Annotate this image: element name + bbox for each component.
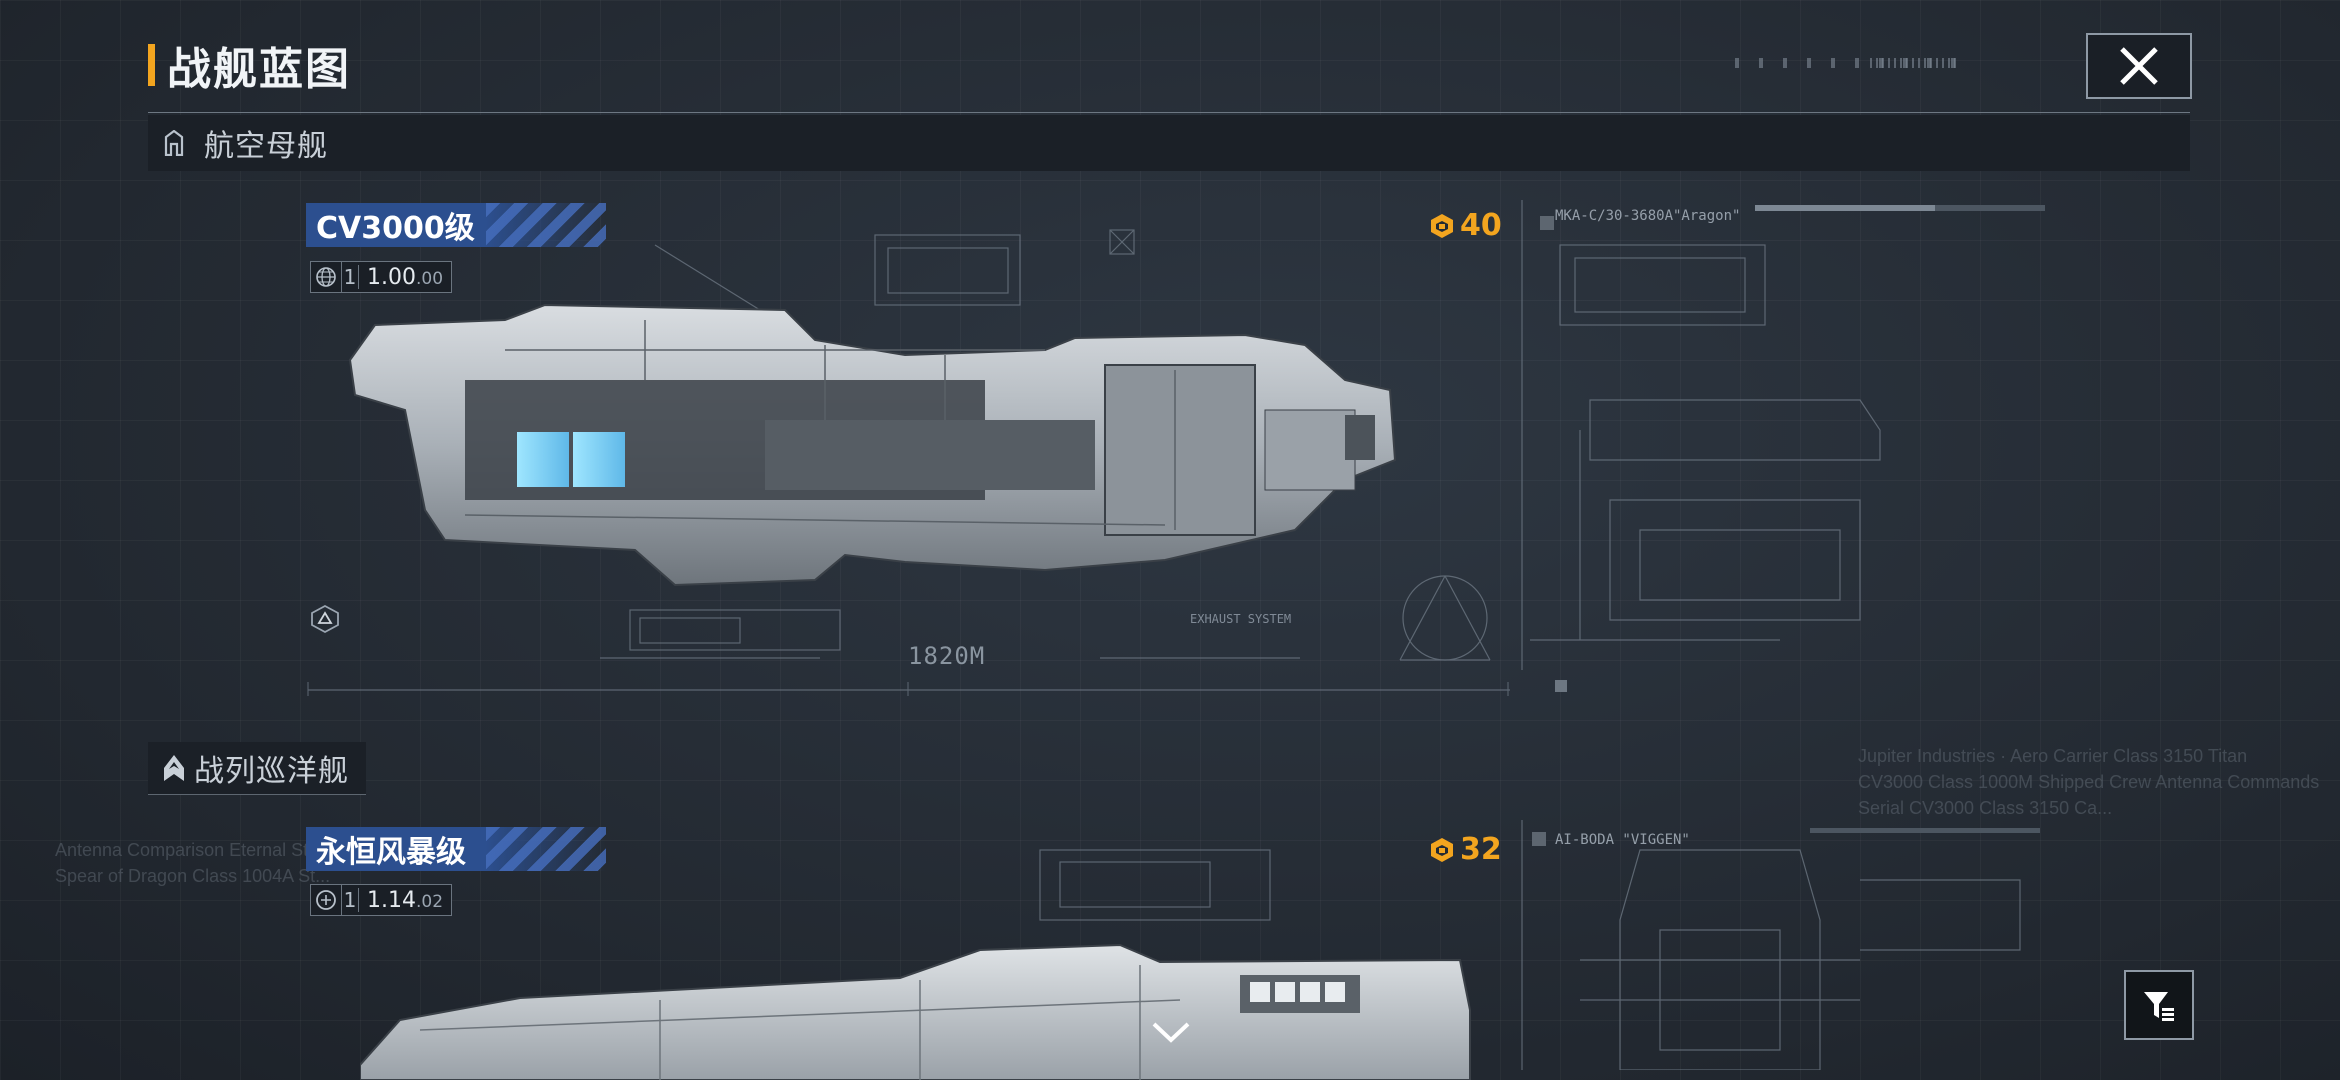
decor-code-strip bbox=[1735, 58, 1955, 68]
decor-code-strip bbox=[1870, 58, 1960, 68]
carrier-icon bbox=[162, 129, 186, 157]
page-header: 战舰蓝图 bbox=[148, 40, 351, 95]
category-label: 战列巡洋舰 bbox=[194, 754, 349, 789]
category-header-battlecruiser: 战列巡洋舰 bbox=[148, 742, 366, 795]
ship-points: 32 bbox=[1428, 832, 1502, 867]
ship-image-cv3000[interactable] bbox=[345, 300, 1495, 600]
watermark-text: Antenna Comparison Eternal Storm bbox=[55, 840, 340, 860]
category-header-carrier: 航空母舰 bbox=[148, 115, 2190, 171]
blueprint-title: AI-BODA "VIGGEN" bbox=[1555, 832, 1690, 848]
battlecruiser-icon bbox=[162, 754, 186, 782]
globe-icon bbox=[311, 262, 342, 292]
faction-icon bbox=[311, 885, 342, 915]
title-accent bbox=[148, 44, 155, 86]
points-icon bbox=[1431, 837, 1453, 862]
blueprint-note: EXHAUST SYSTEM bbox=[1190, 612, 1292, 626]
page-title: 战舰蓝图 bbox=[167, 44, 351, 95]
watermark-text: CV3000 Class 1000M Shipped Crew Antenna … bbox=[1858, 772, 2320, 792]
ship-name-banner: CV3000级 bbox=[306, 203, 606, 247]
triangle-icon[interactable] bbox=[310, 604, 340, 634]
watermark-text: Serial CV3000 Class 3150 Ca... bbox=[1858, 798, 2113, 818]
close-icon bbox=[2120, 47, 2158, 85]
category-label: 航空母舰 bbox=[204, 129, 328, 164]
banner-stripes bbox=[486, 203, 606, 247]
ship-stat-box: 1 1.14.02 bbox=[310, 884, 453, 916]
ship-image-eternal-storm[interactable] bbox=[360, 930, 1480, 1080]
header-divider bbox=[148, 112, 2190, 113]
ship-points: 40 bbox=[1428, 208, 1502, 243]
ship-value: 1.14.02 bbox=[367, 887, 444, 913]
chevron-down-icon[interactable] bbox=[1150, 1020, 1192, 1046]
banner-stripes bbox=[486, 827, 606, 871]
filter-button[interactable] bbox=[2124, 970, 2194, 1040]
blueprint-title: MKA-C/30-3680A"Aragon" bbox=[1555, 208, 1741, 224]
watermark-text: Spear of Dragon Class 1004A St... bbox=[55, 866, 331, 886]
watermark-text: Jupiter Industries · Aero Carrier Class … bbox=[1858, 746, 2248, 766]
ship-level: 1 bbox=[342, 888, 359, 912]
ship-stat-box: 1 1.00.00 bbox=[310, 261, 453, 293]
points-icon bbox=[1431, 213, 1453, 238]
blueprint-lines bbox=[1039, 820, 2040, 1070]
ship-length-label: 1820M bbox=[908, 642, 986, 670]
close-button[interactable] bbox=[2086, 33, 2192, 99]
ship-name-banner: 永恒风暴级 bbox=[306, 827, 606, 871]
ship-value: 1.00.00 bbox=[367, 264, 444, 290]
filter-icon bbox=[2144, 992, 2174, 1021]
ship-level: 1 bbox=[342, 265, 359, 289]
blueprint-lines bbox=[307, 200, 2045, 696]
